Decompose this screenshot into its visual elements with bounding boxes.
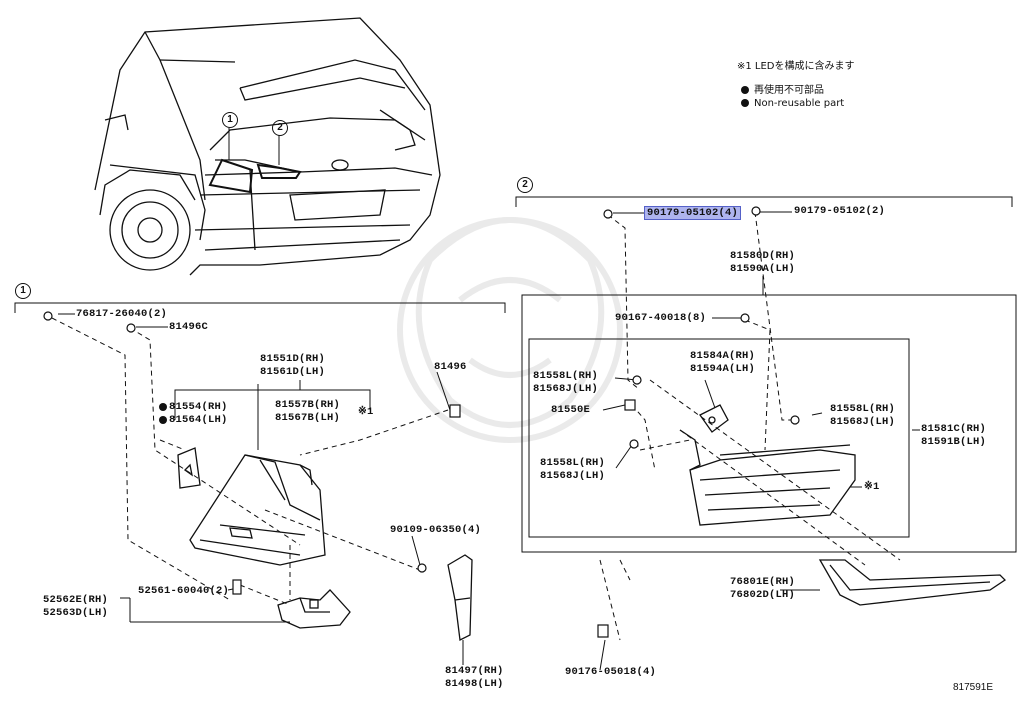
part-81568J-c[interactable]: 81568J(LH) (540, 470, 606, 482)
part-90179-05102-4[interactable]: 90179-05102(4) (644, 206, 742, 220)
bullet-icon (741, 99, 749, 107)
part-81581C[interactable]: 81581C(RH) (921, 423, 987, 435)
gasket-illustration (177, 447, 201, 489)
rear-lamp-illustration (189, 454, 326, 566)
part-81498[interactable]: 81498(LH) (445, 678, 504, 690)
garnish-illustration (818, 559, 1007, 606)
part-76817-26040[interactable]: 76817-26040(2) (76, 308, 168, 320)
part-81558L-c[interactable]: 81558L(RH) (540, 457, 606, 469)
section-2-bracket (515, 196, 1017, 553)
asterisk-note-lamp: ※1 (358, 406, 374, 418)
part-81496C[interactable]: 81496C (169, 321, 209, 333)
callout-2-vehicle: 2 (272, 120, 288, 136)
part-81564[interactable]: 81564(LH) (169, 414, 228, 426)
bullet-icon (741, 86, 749, 94)
led-note: ※1 LEDを構成に含みます (737, 61, 855, 72)
cover-illustration (447, 554, 473, 641)
part-52563D[interactable]: 52563D(LH) (43, 607, 109, 619)
part-81561D[interactable]: 81561D(LH) (260, 366, 326, 378)
part-90179-05102-2[interactable]: 90179-05102(2) (794, 205, 886, 217)
legend-nonreusable-jp: 再使用不可部品 (741, 81, 824, 96)
part-81590A[interactable]: 81590A(LH) (730, 263, 796, 275)
fasteners (43, 206, 800, 638)
leader-lines (51, 211, 901, 641)
part-81497[interactable]: 81497(RH) (445, 665, 504, 677)
asterisk-note-led-lamp: ※1 (864, 481, 880, 493)
part-52561-60040[interactable]: 52561-60040(2) (138, 585, 230, 597)
vehicle-illustration (94, 17, 441, 276)
part-81557B[interactable]: 81557B(RH) (275, 399, 341, 411)
part-81558L-a[interactable]: 81558L(RH) (533, 370, 599, 382)
part-81568J-a[interactable]: 81568J(LH) (533, 383, 599, 395)
part-81591B[interactable]: 81591B(LH) (921, 436, 987, 448)
part-81496[interactable]: 81496 (434, 361, 467, 373)
part-76802D[interactable]: 76802D(LH) (730, 589, 796, 601)
part-81580D[interactable]: 81580D(RH) (730, 250, 796, 262)
part-81584A[interactable]: 81584A(RH) (690, 350, 756, 362)
callout-1-vehicle: 1 (222, 112, 238, 128)
part-81568J-b[interactable]: 81568J(LH) (830, 416, 896, 428)
part-76801E[interactable]: 76801E(RH) (730, 576, 796, 588)
part-81554[interactable]: 81554(RH) (169, 401, 228, 413)
part-90167-40018[interactable]: 90167-40018(8) (615, 312, 707, 324)
part-90109-06350[interactable]: 90109-06350(4) (390, 524, 482, 536)
part-90176-05018[interactable]: 90176-05018(4) (565, 666, 657, 678)
callout-1-section: 1 (15, 283, 31, 299)
diagram-reference-code: 817591E (953, 682, 994, 693)
bracket-illustration (277, 589, 351, 629)
part-52562E[interactable]: 52562E(RH) (43, 594, 109, 606)
part-81567B[interactable]: 81567B(LH) (275, 412, 341, 424)
part-81551D[interactable]: 81551D(RH) (260, 353, 326, 365)
part-81550E[interactable]: 81550E (551, 404, 591, 416)
watermark (397, 217, 623, 443)
part-81594A[interactable]: 81594A(LH) (690, 363, 756, 375)
part-81558L-b[interactable]: 81558L(RH) (830, 403, 896, 415)
inner-lamp-illustration (679, 404, 856, 526)
callout-2-section: 2 (517, 177, 533, 193)
legend-nonreusable-en: Non-reusable part (741, 98, 844, 109)
